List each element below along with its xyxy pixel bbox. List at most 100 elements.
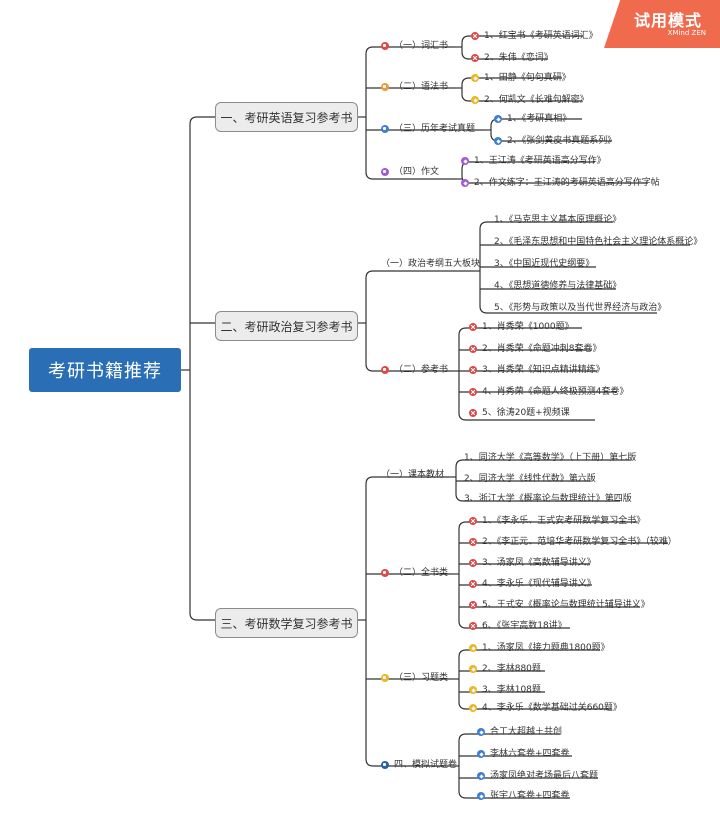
group-politics-reference[interactable]: （二）参考书	[381, 364, 448, 376]
group-past-exams[interactable]: （三）历年考试真题	[381, 123, 475, 135]
list-item[interactable]: 2、李林880题	[469, 663, 541, 675]
list-item[interactable]: 2、作文练字：王江涛的考研英语高分写作字帖	[461, 177, 660, 189]
item-label: 2、《张剑黄皮书真题系列》	[507, 136, 617, 146]
item-label: 2、《李正元、范培华考研数学复习全书》（较难）	[482, 537, 677, 547]
group-mock-exams[interactable]: 四、模拟试题卷	[381, 759, 457, 771]
item-label: 合工大超越＋共创	[490, 727, 563, 737]
item-label: 1、《考研真相》	[507, 114, 572, 124]
item-label: 1、同济大学《高等数学》（上下册）第七版	[464, 453, 637, 463]
priority-x-icon	[469, 580, 477, 588]
list-item[interactable]: 4、李永乐《数学基础过关660题》	[469, 702, 622, 714]
item-label: 2、何凯文《长难句解密》	[484, 95, 589, 105]
list-item[interactable]: 1、同济大学《高等数学》（上下册）第七版	[464, 452, 636, 464]
list-item[interactable]: 5、徐涛20题+视频课	[469, 407, 570, 419]
group-textbooks[interactable]: （一）课本教材	[381, 469, 444, 481]
item-label: 4、李永乐《现代辅导讲义》	[482, 579, 596, 589]
item-label: 2、同济大学《线性代数》第六版	[464, 474, 596, 484]
list-item[interactable]: 1、《马克思主义基本原理概论》	[494, 214, 621, 226]
star-icon	[477, 728, 485, 736]
list-item[interactable]: 3、肖秀荣《知识点精讲精练》	[469, 364, 605, 376]
priority-x-icon	[469, 388, 477, 396]
item-label: 2、朱伟《恋词》	[484, 53, 553, 63]
group-label: （三）习题类	[394, 673, 449, 683]
item-label: 4、李永乐《数学基础过关660题》	[482, 703, 622, 713]
flag-icon	[381, 569, 389, 577]
section-english[interactable]: 一、考研英语复习参考书	[215, 102, 358, 132]
group-complete-books[interactable]: （二）全书类	[381, 567, 448, 579]
priority-x-icon	[469, 601, 477, 609]
priority-x-icon	[471, 96, 479, 104]
flag-icon	[381, 761, 389, 769]
priority-x-icon	[469, 686, 477, 694]
list-item[interactable]: 1、田静《句句真研》	[471, 72, 571, 84]
item-label: 1、红宝书《考研英语词汇》	[484, 31, 598, 41]
item-label: 汤家凤绝对考场最后八套题	[490, 771, 599, 781]
item-label: 李林六套卷+四套卷	[490, 749, 570, 759]
list-item[interactable]: 1、《李永乐、王式安考研数学复习全书》	[469, 515, 645, 527]
item-label: 6、《张宇高数18讲》	[482, 621, 567, 631]
section-math[interactable]: 三、考研数学复习参考书	[215, 608, 358, 638]
item-label: 5、王式安《概率论与数理统计辅导讲义》	[482, 600, 650, 610]
list-item[interactable]: 4、肖秀荣《命题人终极预测4套卷》	[469, 386, 628, 398]
list-item[interactable]: 2、《张剑黄皮书真题系列》	[494, 135, 616, 147]
list-item[interactable]: 3、浙江大学《概率论与数理统计》第四版	[464, 493, 632, 505]
list-item[interactable]: 3、汤家凤《高数辅导讲义》	[469, 557, 596, 569]
list-item[interactable]: 5、王式安《概率论与数理统计辅导讲义》	[469, 599, 650, 611]
item-label: 1、田静《句句真研》	[484, 73, 571, 83]
list-item[interactable]: 6、《张宇高数18讲》	[469, 620, 567, 632]
item-label: 2、《毛泽东思想和中国特色社会主义理论体系概论》	[494, 237, 703, 247]
list-item[interactable]: 2、《李正元、范培华考研数学复习全书》（较难）	[469, 536, 677, 548]
group-writing[interactable]: （四）作文	[381, 166, 439, 178]
list-item[interactable]: 1、汤家凤《接力题典1800题》	[469, 642, 610, 654]
item-label: 3、浙江大学《概率论与数理统计》第四版	[464, 494, 632, 504]
list-item[interactable]: 2、《毛泽东思想和中国特色社会主义理论体系概论》	[494, 236, 702, 248]
flag-icon	[381, 674, 389, 682]
item-label: 1、汤家凤《接力题典1800题》	[482, 643, 610, 653]
list-item[interactable]: 2、朱伟《恋词》	[471, 52, 553, 64]
group-grammar[interactable]: （二）语法书	[381, 81, 448, 93]
group-exercises[interactable]: （三）习题类	[381, 672, 448, 684]
list-item[interactable]: 汤家凤绝对考场最后八套题	[477, 770, 598, 782]
list-item[interactable]: 张宇八套卷+四套卷	[477, 790, 570, 802]
group-vocabulary[interactable]: （一）词汇书	[381, 40, 448, 52]
list-item[interactable]: 4、李永乐《现代辅导讲义》	[469, 578, 596, 590]
group-politics-outline[interactable]: （一）政治考纲五大板块	[381, 258, 480, 270]
flag-icon	[381, 125, 389, 133]
star-icon	[477, 772, 485, 780]
priority-x-icon	[469, 622, 477, 630]
priority-x-icon	[469, 704, 477, 712]
root-topic[interactable]: 考研书籍推荐	[29, 348, 181, 392]
list-item[interactable]: 合工大超越＋共创	[477, 726, 562, 738]
item-label: 1、肖秀荣《1000题》	[482, 322, 574, 332]
item-label: 5、徐涛20题+视频课	[482, 408, 570, 418]
priority-x-icon	[471, 54, 479, 62]
list-item[interactable]: 5、《形势与政策以及当代世界经济与政治》	[494, 302, 666, 314]
section-politics[interactable]: 二、考研政治复习参考书	[215, 311, 358, 341]
star-icon	[461, 157, 469, 165]
priority-x-icon	[471, 32, 479, 40]
list-item[interactable]: 3、《中国近现代史纲要》	[494, 258, 594, 270]
group-label: （二）参考书	[394, 365, 449, 375]
item-label: 4、肖秀荣《命题人终极预测4套卷》	[482, 387, 629, 397]
star-icon	[461, 179, 469, 187]
list-item[interactable]: 1、肖秀荣《1000题》	[469, 321, 574, 333]
group-label: （二）全书类	[394, 568, 449, 578]
item-label: 2、作文练字：王江涛的考研英语高分写作字帖	[474, 178, 660, 188]
list-item[interactable]: 李林六套卷+四套卷	[477, 748, 570, 760]
list-item[interactable]: 2、肖秀荣《命题冲刺8套卷》	[469, 343, 601, 355]
item-label: 3、《中国近现代史纲要》	[494, 259, 595, 269]
priority-x-icon	[469, 644, 477, 652]
list-item[interactable]: 4、《思想道德修养与法律基础》	[494, 280, 621, 292]
group-label: （四）作文	[394, 167, 440, 177]
star-icon	[477, 750, 485, 758]
star-icon	[477, 792, 485, 800]
list-item[interactable]: 1、红宝书《考研英语词汇》	[471, 30, 598, 42]
list-item[interactable]: 2、何凯文《长难句解密》	[471, 94, 589, 106]
list-item[interactable]: 2、同济大学《线性代数》第六版	[464, 473, 596, 485]
list-item[interactable]: 3、李林108题	[469, 684, 541, 696]
group-label: （一）词汇书	[394, 41, 449, 51]
badge-title: 试用模式	[633, 11, 702, 30]
list-item[interactable]: 1、《考研真相》	[494, 113, 571, 125]
list-item[interactable]: 1、王江涛《考研英语高分写作》	[461, 155, 606, 167]
